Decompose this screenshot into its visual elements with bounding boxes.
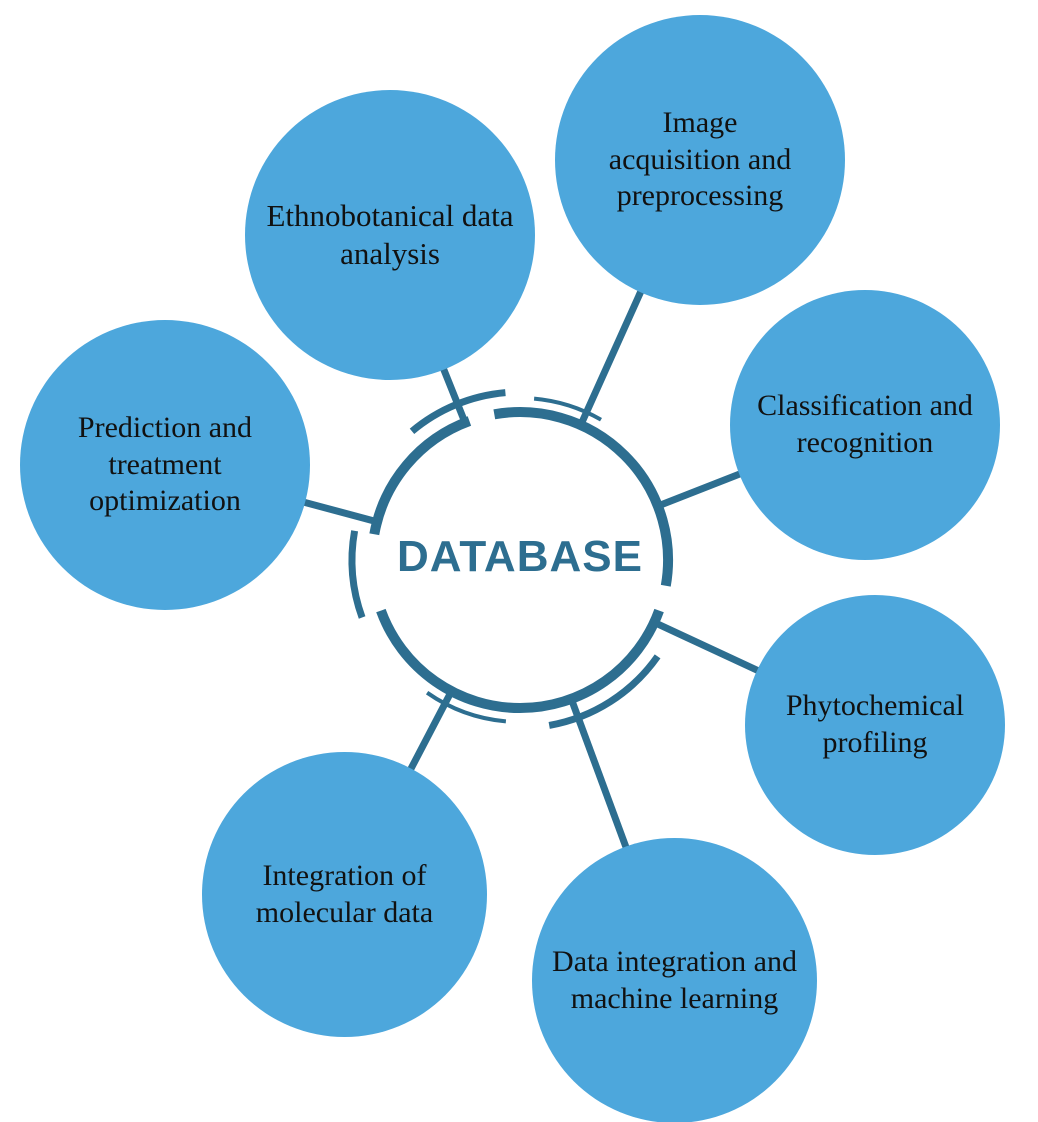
ring-fragment-thin-top [533, 396, 602, 422]
node-label: Prediction and treatment optimization [77, 411, 253, 518]
node-label: Integration of molecular data [255, 858, 434, 929]
node-label: Ethnobotanical data analysis [266, 198, 514, 271]
node-phytochemical: Phytochemical profiling [745, 595, 1005, 855]
hub-circle [370, 410, 670, 710]
ring-arc-top-right [493, 407, 673, 587]
node-ethnobotanical: Ethnobotanical data analysis [245, 90, 535, 380]
ring-arc-left [369, 416, 472, 536]
node-label: Data integration and machine learning [552, 944, 797, 1015]
node-classification: Classification and recognition [730, 290, 1000, 560]
node-molecular-data: Integration of molecular data [202, 752, 487, 1037]
ring-fragment-bottom-right [548, 654, 661, 729]
ring-fragment-top-left [409, 389, 506, 434]
ring-fragment-left [348, 530, 366, 619]
node-label: Classification and recognition [757, 389, 973, 459]
ring-fragment-thin-bottom [425, 691, 507, 724]
node-prediction: Prediction and treatment optimization [20, 320, 310, 610]
center-ring [348, 389, 673, 729]
node-label: Image acquisition and preprocessing [608, 106, 792, 213]
ring-arc-bottom [376, 608, 664, 714]
node-data-integration: Data integration and machine learning [532, 838, 817, 1122]
node-label: Phytochemical profiling [785, 689, 965, 759]
hub-label: DATABASE [397, 532, 643, 581]
node-image-acquisition: Image acquisition and preprocessing [555, 15, 845, 305]
